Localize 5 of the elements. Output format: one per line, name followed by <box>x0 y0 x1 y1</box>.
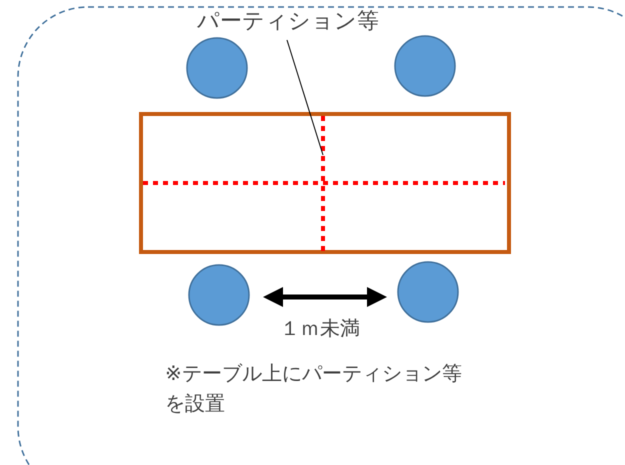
leader-line <box>286 40 324 156</box>
dimension-label: １ｍ未満 <box>280 315 360 342</box>
note-text: ※テーブル上にパーティション等を設置 <box>165 360 463 417</box>
partition-line <box>321 116 325 252</box>
callout-text: パーティション等 <box>197 6 379 36</box>
